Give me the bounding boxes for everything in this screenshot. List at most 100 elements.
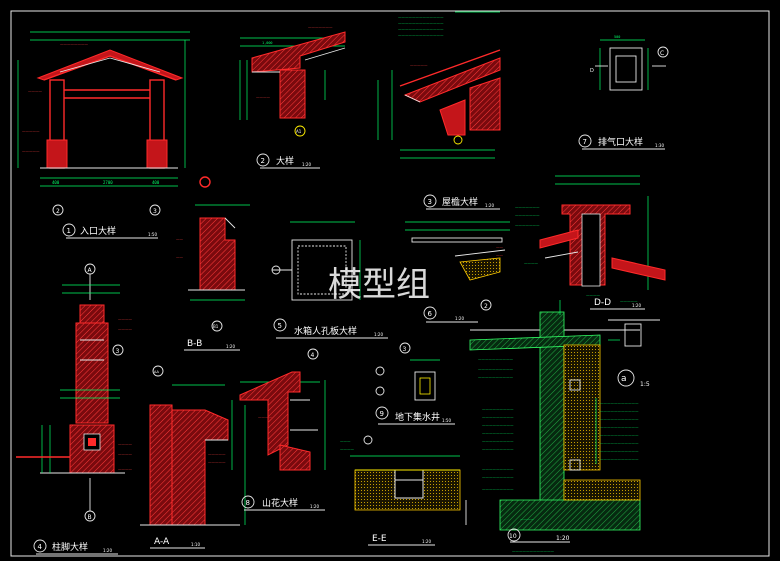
svg-text:——: —— <box>496 253 504 257</box>
detail-10-scale: 1:20 <box>556 535 570 542</box>
drawing-frame <box>10 10 770 557</box>
svg-text:—————: ————— <box>410 63 428 67</box>
section-bb-scale: 1:20 <box>226 344 235 349</box>
dim-entrance-left: 400 <box>52 180 60 185</box>
svg-text:———————: ——————— <box>308 25 333 29</box>
svg-text:—————————: ————————— <box>482 475 514 479</box>
svg-text:——————————: —————————— <box>478 367 514 371</box>
svg-text:———: ——— <box>340 439 351 443</box>
svg-text:—————: ————— <box>22 129 40 133</box>
section-dd-scale: 1:20 <box>632 303 641 308</box>
detail-3-title: 屋檐大样 <box>442 196 478 208</box>
ref-marker-A1: A1 <box>296 129 302 134</box>
detail-10-wall-section: —————————— —————————— —————————— ———————… <box>465 300 641 553</box>
svg-text:—————————: ————————— <box>482 415 514 419</box>
detail-4-title: 柱脚大样 <box>52 541 88 553</box>
detail-5-title: 水箱人孔板大样 <box>294 325 357 337</box>
svg-text:————: ———— <box>256 95 271 99</box>
svg-text:———————: ——————— <box>515 205 540 209</box>
svg-text:————: ———— <box>118 467 133 471</box>
detail-9-title: 地下集水井 <box>395 411 440 423</box>
svg-text:———————————: ——————————— <box>600 417 639 421</box>
svg-text:————: ———— <box>520 517 535 521</box>
svg-text:—————————: ————————— <box>482 467 514 471</box>
svg-text:—————————: ————————— <box>482 487 514 491</box>
svg-text:—————: ————— <box>208 460 226 464</box>
dim-d7-top: 500 <box>614 35 620 39</box>
detail-2: 1,000 ——————— ———— A1 2 大样 1:20 <box>239 25 346 169</box>
detail-10-number: 10 <box>509 533 517 540</box>
svg-text:——————————: —————————— <box>478 357 514 361</box>
detail-a-symbol: a <box>621 374 627 384</box>
detail-3-eave: ————————————— ————————————— ————————————… <box>377 11 501 210</box>
detail-8-title: 山花大样 <box>262 497 298 509</box>
section-dd: ——————— ——————— ——————— ———— ———— ————— … <box>515 175 666 310</box>
axis-marker-D: D <box>590 68 594 74</box>
svg-text:————: ———— <box>118 327 133 331</box>
section-bb: —— —— B1 B-B 1:20 <box>176 204 250 351</box>
svg-text:———————————: ——————————— <box>600 401 639 405</box>
axis-marker-2: 2 <box>56 208 60 215</box>
axis-marker-A: A <box>88 267 93 274</box>
detail-1-number: 1 <box>67 227 71 235</box>
svg-text:—————————————: ————————————— <box>398 27 444 31</box>
detail-9-number: 9 <box>380 410 384 418</box>
detail-6-scale: 1:20 <box>455 316 464 321</box>
detail-5-tank-manhole: 5 水箱人孔板大样 1:20 <box>271 221 388 339</box>
svg-text:———————: ——————— <box>515 213 540 217</box>
svg-text:—————: ————— <box>208 452 226 456</box>
detail-8-scale: 1:20 <box>310 504 319 509</box>
detail-8-number: 8 <box>246 499 250 507</box>
svg-text:————: ———— <box>118 442 133 446</box>
svg-text:—————————: ————————— <box>482 423 514 427</box>
svg-text:————: ———— <box>586 293 601 297</box>
svg-text:————: ———— <box>28 89 43 93</box>
svg-text:——: —— <box>176 255 184 259</box>
detail-4-number: 4 <box>38 543 43 551</box>
svg-text:————: ———— <box>524 261 539 265</box>
ref-marker-AA: AA <box>154 370 159 374</box>
detail-7-scale: 1:30 <box>655 143 664 148</box>
axis-marker-B: B <box>88 514 92 521</box>
svg-text:———————————: ——————————— <box>600 457 639 461</box>
svg-text:———————————: ——————————— <box>600 425 639 429</box>
detail-2-title: 大样 <box>276 155 294 167</box>
detail-4-column-foot: A ———— ———— ———— ———— ———— 3 B 4 柱脚大样 1:… <box>16 263 133 555</box>
detail-8-gable: 4 ———— 8 山花大样 1:20 <box>231 348 326 511</box>
svg-text:—————: ————— <box>620 299 638 303</box>
svg-text:—————————————: ————————————— <box>398 33 444 37</box>
svg-text:———————————: ——————————— <box>600 441 639 445</box>
section-aa-title: A-A <box>154 537 170 547</box>
detail-2-number: 2 <box>261 157 265 165</box>
detail-9-sump: 3 9 地下集水井 1:50 <box>375 342 455 425</box>
svg-text:—————————————: ————————————— <box>398 21 444 25</box>
section-ee: ——— ———— E-E 1:20 <box>340 435 461 546</box>
section-dd-title: D-D <box>594 298 611 308</box>
detail-1-entrance: 400 2700 400 ———————— ———— ————— ————— 2… <box>17 31 211 239</box>
svg-text:——————————: —————————— <box>478 375 514 379</box>
ref-marker-B1: B1 <box>213 324 219 329</box>
detail-9-scale: 1:50 <box>442 418 451 423</box>
dim-entrance-right: 400 <box>152 180 160 185</box>
detail-3-number: 3 <box>428 198 432 206</box>
section-aa-scale: 1:10 <box>191 542 200 547</box>
detail-a-scale: 1:5 <box>640 381 650 388</box>
svg-text:————: ———— <box>258 415 273 419</box>
ref-marker-2: 2 <box>484 303 488 310</box>
svg-text:————————: ———————— <box>60 42 89 46</box>
detail-4-scale: 1:20 <box>103 548 112 553</box>
svg-text:—————————————: ————————————— <box>398 15 444 19</box>
svg-text:—————————: ————————— <box>482 407 514 411</box>
detail-5-number: 5 <box>278 322 282 330</box>
axis-marker-C: C <box>660 50 664 57</box>
svg-text:——: —— <box>496 245 504 249</box>
ref-marker-3: 3 <box>116 348 120 355</box>
detail-7-vent: 500 C D 7 排气口大样 1:30 <box>578 35 669 150</box>
section-bb-title: B-B <box>187 339 202 349</box>
svg-text:———————————: ——————————— <box>600 409 639 413</box>
ref-marker-4: 4 <box>311 352 315 359</box>
detail-6: —— —— 2 6 1:20 <box>405 221 510 323</box>
section-aa: AA ————— ————— A-A 1:10 <box>140 365 246 549</box>
section-ee-title: E-E <box>372 534 387 544</box>
svg-text:————: ———— <box>340 447 355 451</box>
